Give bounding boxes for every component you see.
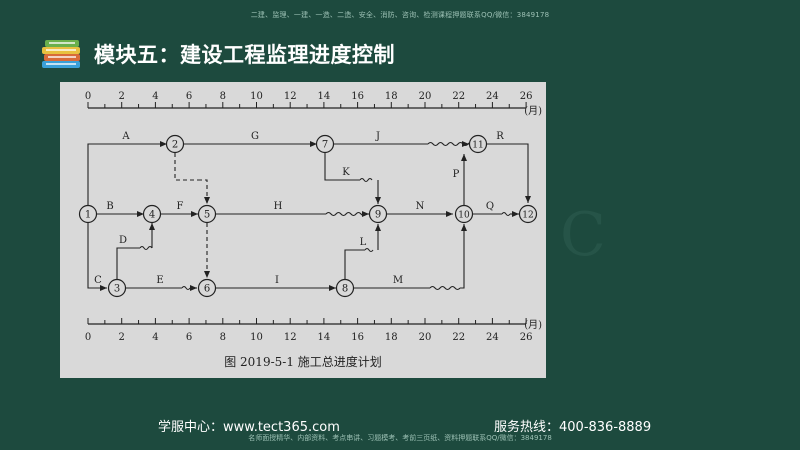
activity-D-arrow: [116, 247, 140, 280]
node-3-label: 3: [114, 284, 120, 295]
bottom-axis-tick-label-4: 4: [152, 332, 158, 343]
activity-label-F: F: [177, 201, 184, 212]
service-center-link[interactable]: 学服中心：www.tect365.com: [158, 420, 340, 435]
bottom-axis-tick-label-20: 20: [419, 332, 432, 343]
activity-L-arrow: [344, 249, 365, 280]
activity-K-arrow: [324, 153, 360, 181]
bottom-axis-tick-label-8: 8: [220, 332, 226, 343]
bottom-axis-tick-label-2: 2: [119, 332, 125, 343]
node-8-label: 8: [342, 284, 348, 295]
books-icon: [42, 40, 80, 68]
activity-label-B: B: [106, 201, 113, 212]
node-11-circle: [468, 134, 488, 154]
bottom-axis-tick-label-16: 16: [351, 332, 364, 343]
node-6-label: 6: [204, 284, 210, 295]
top-axis-tick-label-18: 18: [385, 91, 398, 102]
activity-label-H: H: [274, 201, 283, 212]
top-axis-tick-label-20: 20: [419, 91, 432, 102]
node-10-circle: [454, 204, 474, 224]
activity-label-G: G: [251, 131, 259, 142]
top-axis-tick-label-8: 8: [220, 91, 226, 102]
background-watermark: C: [560, 200, 606, 270]
node-1-label: 1: [85, 210, 91, 221]
node-2-circle: [165, 134, 185, 154]
activity-A-arrow: [87, 141, 167, 206]
activity-R-arrow: [487, 143, 531, 203]
activity-label-M: M: [393, 275, 403, 286]
bottom-axis-tick-label-24: 24: [486, 332, 499, 343]
activity-label-I: I: [275, 275, 279, 286]
top-axis-tick-label-16: 16: [351, 91, 364, 102]
top-axis-tick-label-10: 10: [250, 91, 263, 102]
node-6-circle: [197, 278, 217, 298]
node-5-circle: [197, 204, 217, 224]
node-9-circle: [368, 204, 388, 224]
top-axis-tick-label-4: 4: [152, 91, 158, 102]
activity-label-N: N: [416, 201, 425, 212]
node-1-circle: [78, 204, 98, 224]
activity-label-P: P: [453, 169, 460, 180]
bottom-axis-tick-label-12: 12: [284, 332, 297, 343]
top-axis-tick-label-24: 24: [486, 91, 499, 102]
top-axis-tick-label-12: 12: [284, 91, 297, 102]
activity-label-J: J: [375, 131, 380, 142]
bottom-axis-unit: (月): [524, 319, 542, 331]
bottom-axis-tick-label-26: 26: [520, 332, 533, 343]
top-axis-tick-label-0: 0: [85, 91, 91, 102]
top-axis-tick-label-22: 22: [452, 91, 465, 102]
activity-label-L: L: [360, 237, 367, 248]
activity-label-E: E: [156, 275, 163, 286]
node-7-circle: [315, 134, 335, 154]
node-5-label: 5: [204, 210, 210, 221]
top-axis-tick-label-6: 6: [186, 91, 192, 102]
dummy-2-5-arrow: [174, 153, 198, 181]
activity-label-C: C: [94, 275, 102, 286]
top-axis-tick-label-2: 2: [119, 91, 125, 102]
bottom-axis-tick-label-0: 0: [85, 332, 91, 343]
bottom-contact-note: 名师面授精华、内部资料、考点串讲、习题模考、考前三页纸、资料押题联系QQ/微信：…: [248, 434, 552, 442]
node-4-label: 4: [149, 210, 155, 221]
node-9-label: 9: [375, 210, 381, 221]
top-contact-note: 二建、监理、一建、一造、二造、安全、消防、咨询、检测课程押题联系QQ/微信：38…: [250, 11, 550, 19]
node-12-circle: [518, 204, 538, 224]
figure-caption: 图 2019-5-1 施工总进度计划: [224, 354, 382, 369]
activity-label-R: R: [496, 131, 504, 142]
title-bar: 模块五：建设工程监理进度控制: [40, 34, 395, 74]
node-2-label: 2: [172, 140, 178, 151]
top-axis-tick-label-14: 14: [318, 91, 331, 102]
bottom-axis-tick-label-10: 10: [250, 332, 263, 343]
service-hotline: 服务热线：400-836-8889: [494, 420, 652, 435]
node-10-label: 10: [458, 211, 470, 221]
activity-label-K: K: [342, 167, 350, 178]
bottom-axis-tick-label-22: 22: [452, 332, 465, 343]
node-11-label: 11: [472, 141, 483, 151]
top-axis-unit: (月): [524, 105, 542, 117]
node-4-circle: [142, 204, 162, 224]
activity-label-Q: Q: [486, 201, 494, 212]
page-title: 模块五：建设工程监理进度控制: [94, 43, 395, 67]
activity-C-arrow: [87, 222, 107, 291]
activity-label-A: A: [121, 131, 130, 142]
bottom-axis-tick-label-6: 6: [186, 332, 192, 343]
activity-label-D: D: [119, 235, 127, 246]
node-3-circle: [107, 278, 127, 298]
bottom-axis-tick-label-18: 18: [385, 332, 398, 343]
top-axis-tick-label-26: 26: [520, 91, 533, 102]
bottom-axis-tick-label-14: 14: [318, 332, 331, 343]
node-8-circle: [335, 278, 355, 298]
node-12-label: 12: [522, 211, 533, 221]
node-7-label: 7: [322, 140, 328, 151]
